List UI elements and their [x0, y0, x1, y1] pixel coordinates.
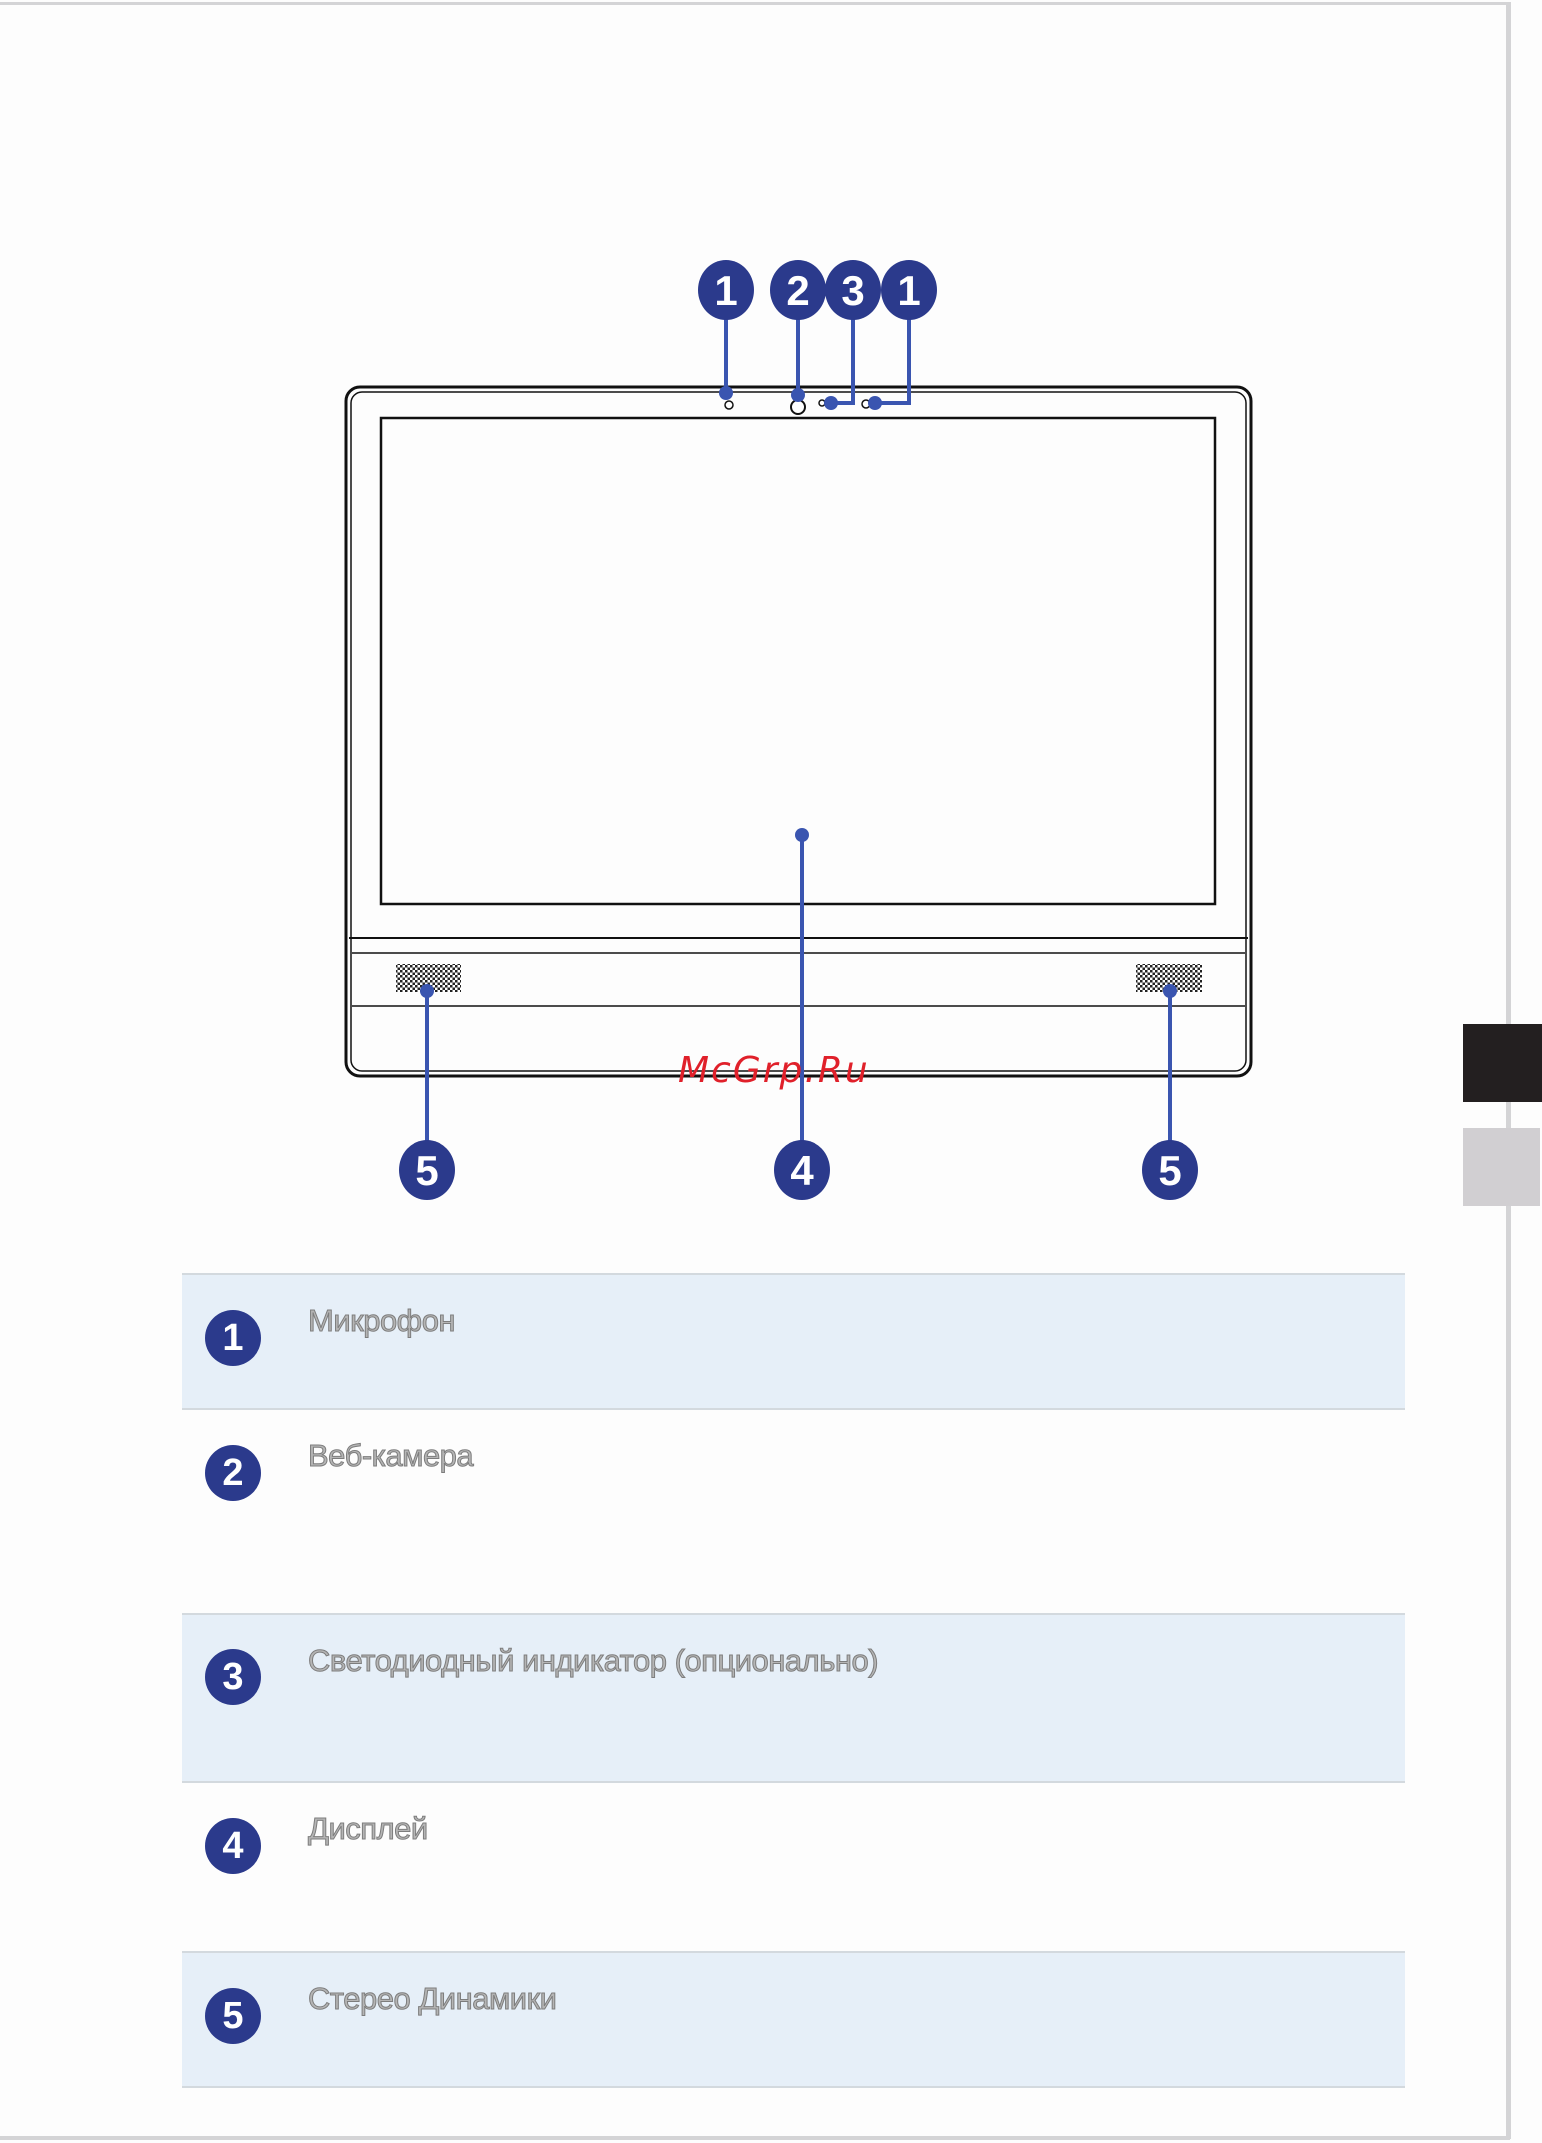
callout-4-display: 4: [774, 1140, 830, 1200]
callout-number: 4: [790, 1147, 814, 1194]
leader-dots: [420, 386, 1177, 998]
legend-label: Дисплей: [308, 1811, 429, 1847]
section-tab-active[interactable]: [1463, 1024, 1542, 1102]
microphone-left: [724, 400, 734, 410]
legend-row-3: 3 Светодиодный индикатор (опционально): [182, 1613, 1405, 1783]
number-badge: 5: [205, 1988, 261, 2044]
callout-2-webcam: 2: [770, 260, 826, 320]
callout-number: 5: [1158, 1147, 1181, 1194]
number-badge: 3: [205, 1649, 261, 1705]
display-screen: [379, 416, 1217, 906]
callout-5-speaker-right: 5: [1142, 1140, 1198, 1200]
monitor-body: [344, 385, 1253, 1078]
legend-label: Стерео Динамики: [308, 1981, 558, 2017]
callout-number: 3: [841, 267, 864, 314]
callout-1-mic-right: 1: [881, 260, 937, 320]
legend-row-1: 1 Микрофон: [182, 1273, 1405, 1410]
number-badge: 4: [205, 1818, 261, 1874]
page-border-bottom: [0, 2136, 1510, 2140]
number-badge: 1: [205, 1310, 261, 1366]
webcam: [790, 399, 806, 415]
callout-number: 2: [786, 267, 809, 314]
callout-number: 1: [897, 267, 920, 314]
callout-number: 5: [415, 1147, 438, 1194]
legend-row-4: 4 Дисплей: [182, 1781, 1405, 1953]
legend-row-2: 2 Веб-камера: [182, 1408, 1405, 1615]
number-badge: 2: [205, 1445, 261, 1501]
page-border-top: [0, 2, 1510, 5]
legend-label: Веб-камера: [307, 1438, 474, 1474]
callout-3-led: 3: [825, 260, 881, 320]
callout-number: 1: [714, 267, 737, 314]
callout-5-speaker-left: 5: [399, 1140, 455, 1200]
table-bottom-rule: [182, 2086, 1405, 2088]
monitor-front-diagram: 1 2 3 1 5 4 5: [344, 260, 1253, 1200]
section-tab[interactable]: [1463, 1128, 1540, 1206]
callout-1-mic-left: 1: [698, 260, 754, 320]
legend-label: Микрофон: [307, 1303, 456, 1339]
legend-label: Светодиодный индикатор (опционально): [307, 1643, 879, 1679]
legend-row-5: 5 Стерео Динамики: [182, 1951, 1405, 2088]
leader-lines: [425, 300, 1172, 1150]
watermark: McGrp.Ru: [678, 1050, 870, 1091]
